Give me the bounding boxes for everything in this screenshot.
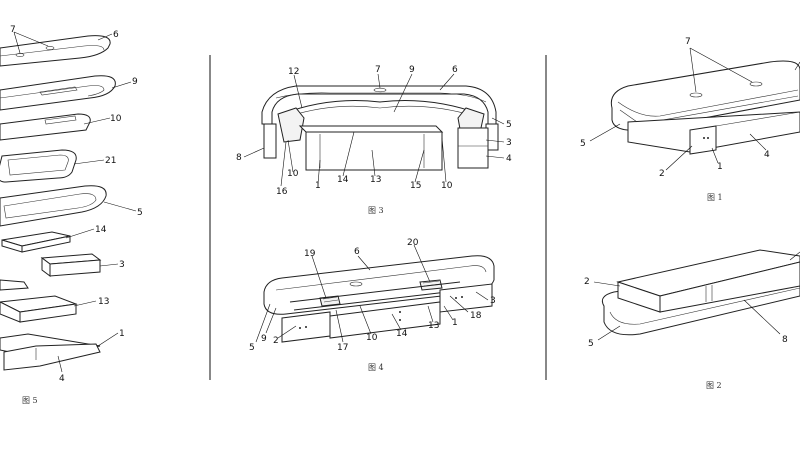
- fig4-label-9: 9: [261, 334, 267, 344]
- fig1-label-1: 1: [717, 162, 723, 172]
- fig1-label-2: 2: [659, 169, 665, 179]
- fig3-label-12: 12: [288, 67, 299, 77]
- fig2-label-2: 2: [584, 277, 590, 287]
- fig4-label-5: 5: [249, 343, 255, 353]
- fig3-label-3: 3: [506, 138, 512, 148]
- figure-5-exploded-view: 7 6 9 10 21 5 14 3 13 1 4 图 5: [0, 25, 143, 405]
- fig4-label-6: 6: [354, 247, 360, 257]
- fig4-label-2: 2: [273, 336, 279, 346]
- fig3-label-4: 4: [506, 154, 512, 164]
- fig5-label-10: 10: [110, 114, 122, 124]
- fig3-label-9: 9: [409, 65, 415, 75]
- fig5-label-13: 13: [98, 297, 109, 307]
- fig4-label-3: 3: [490, 296, 496, 306]
- fig4-label-10: 10: [366, 333, 378, 343]
- fig5-label-14: 14: [95, 225, 107, 235]
- fig5-label-1: 1: [119, 329, 125, 339]
- fig1-label-5: 5: [580, 139, 586, 149]
- fig1-caption: 图 1: [707, 193, 723, 202]
- fig4-label-13: 13: [428, 321, 439, 331]
- fig3-label-16: 16: [276, 187, 288, 197]
- fig5-label-4: 4: [59, 374, 65, 384]
- fig2-label-8: 8: [782, 335, 788, 345]
- fig5-label-3: 3: [119, 260, 125, 270]
- fig5-label-21: 21: [105, 156, 116, 166]
- fig2-caption: 图 2: [706, 381, 722, 390]
- figure-4-perspective-section: 19 6 20 3 18 1 13 14 10 17 2 9 5 图 4: [249, 238, 496, 372]
- fig3-label-10-left: 10: [287, 169, 299, 179]
- fig4-label-14: 14: [396, 329, 408, 339]
- fig4-label-20: 20: [407, 238, 419, 248]
- fig1-label-7: 7: [685, 37, 691, 47]
- fig4-label-17: 17: [337, 343, 348, 353]
- fig5-label-5: 5: [137, 208, 143, 218]
- fig4-label-19: 19: [304, 249, 316, 259]
- fig4-label-1: 1: [452, 318, 458, 328]
- fig5-caption: 图 5: [22, 396, 38, 405]
- fig5-label-9: 9: [132, 77, 138, 87]
- fig3-label-14: 14: [337, 175, 349, 185]
- fig3-label-5: 5: [506, 120, 512, 130]
- fig5-label-6: 6: [113, 30, 119, 40]
- fig3-label-1: 1: [315, 181, 321, 191]
- figure-1-assembled-view: 7 5 2 1 4 图 1: [580, 37, 800, 202]
- fig3-label-8: 8: [236, 153, 242, 163]
- fig4-label-18: 18: [470, 311, 482, 321]
- fig1-label-4: 4: [764, 150, 770, 160]
- fig3-label-10-right: 10: [441, 181, 453, 191]
- figure-2-partial-assembly: 2 5 8 图 2: [584, 249, 800, 390]
- fig3-caption: 图 3: [368, 206, 384, 215]
- fig3-label-13: 13: [370, 175, 381, 185]
- fig3-label-6: 6: [452, 65, 458, 75]
- fig2-label-5: 5: [588, 339, 594, 349]
- fig5-label-7: 7: [10, 25, 16, 35]
- fig3-label-7: 7: [375, 65, 381, 75]
- fig3-label-15: 15: [410, 181, 421, 191]
- fig4-caption: 图 4: [368, 363, 384, 372]
- figure-3-cross-section: 12 7 9 6 5 3 4 8 10 16 1 14 13 15 10 图 3: [236, 65, 512, 215]
